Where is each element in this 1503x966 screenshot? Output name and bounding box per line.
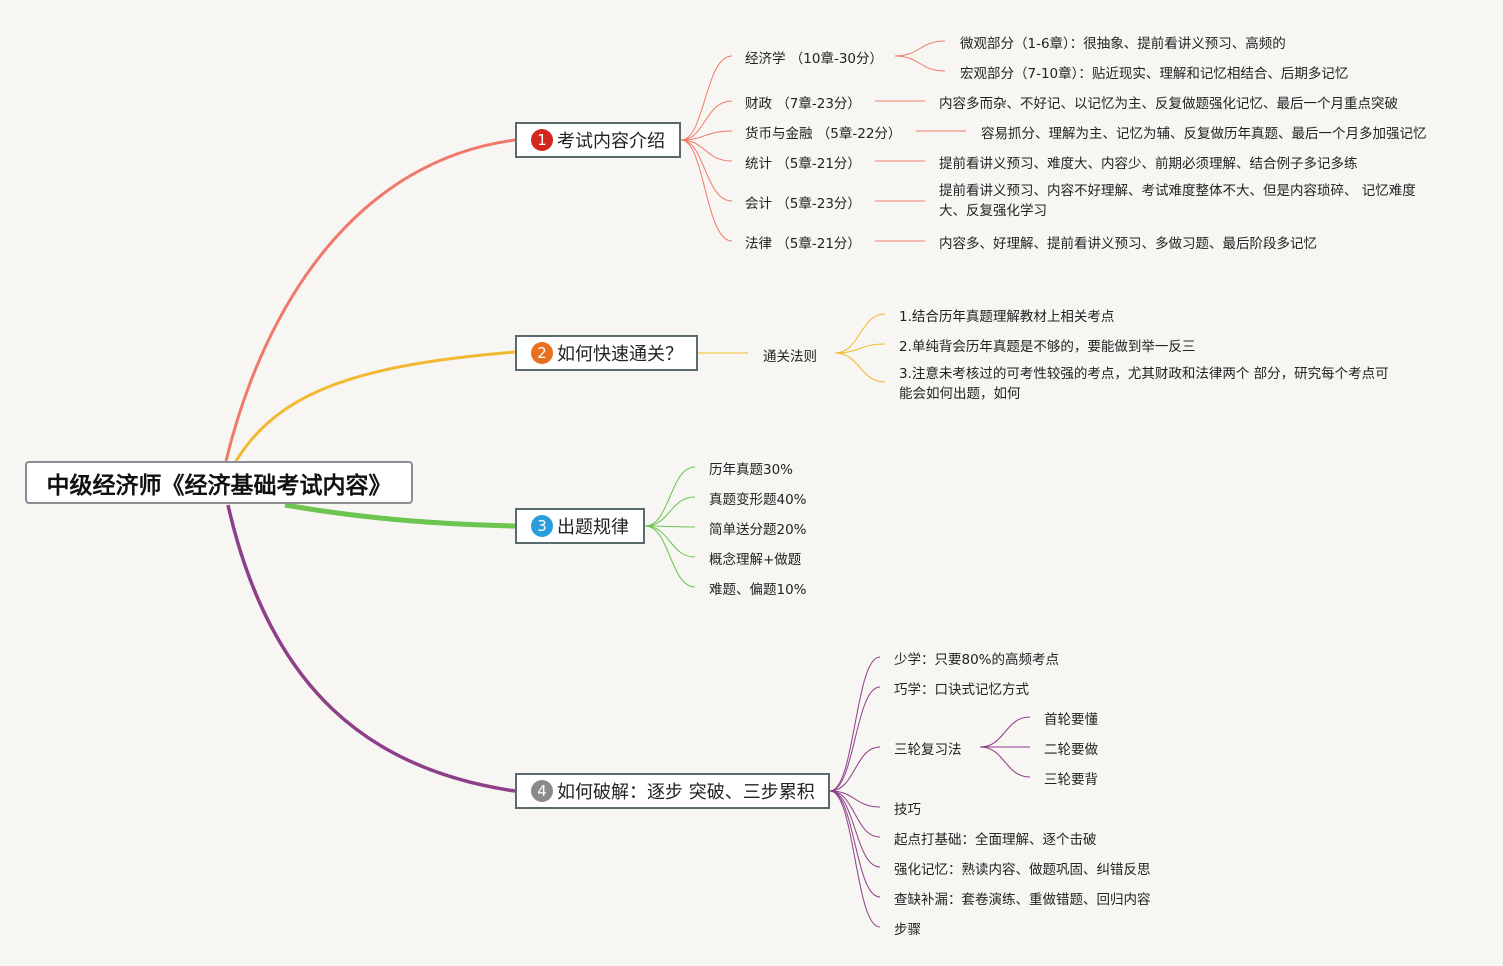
branch1-sublines (680, 40, 966, 242)
subtopic-acct[interactable]: 会计 （5章-23分） (745, 196, 861, 212)
leaf-pattern[interactable]: 概念理解+做题 (709, 552, 802, 568)
leaf-round[interactable]: 首轮要懂 (1044, 712, 1098, 728)
leaf-pattern[interactable]: 历年真题30% (709, 462, 794, 478)
root-topic[interactable]: 中级经济师《经济基础考试内容》 (25, 461, 413, 504)
number-badge-4: 4 (531, 780, 553, 802)
topic-label: 出题规律 (557, 517, 629, 538)
leaf-round[interactable]: 二轮要做 (1044, 742, 1098, 758)
leaf-method[interactable]: 步骤 (894, 922, 921, 938)
subtopic-money[interactable]: 货币与金融 （5章-22分） (745, 126, 902, 142)
leaf-acct-note[interactable]: 提前看讲义预习、内容不好理解、考试难度整体不大、但是内容琐碎、 记忆难度大、反复… (939, 183, 1416, 219)
leaf-finance-note[interactable]: 内容多而杂、不好记、以记忆为主、反复做题强化记忆、最后一个月重点突破 (939, 96, 1398, 112)
topic-exam-content[interactable]: 1 考试内容介绍 (515, 122, 681, 158)
leaf-rule-3[interactable]: 3.注意未考核过的可考性较强的考点，尤其财政和法律两个 部分，研究每个考点可能会… (899, 366, 1389, 402)
leaf-econ-macro[interactable]: 宏观部分（7-10章）：贴近现实、理解和记忆相结合、后期多记忆 (960, 66, 1349, 82)
leaf-round[interactable]: 三轮要背 (1044, 772, 1098, 788)
subtopic-three-rounds[interactable]: 三轮复习法 (894, 742, 962, 758)
leaf-pattern[interactable]: 难题、偏题10% (709, 582, 807, 598)
branch-line-1 (224, 138, 516, 462)
leaf-method[interactable]: 巧学：口诀式记忆方式 (894, 682, 1029, 698)
subtopic-stats[interactable]: 统计 （5章-21分） (745, 156, 861, 172)
subtopic-law[interactable]: 法律 （5章-21分） (745, 236, 861, 252)
leaf-law-note[interactable]: 内容多、好理解、提前看讲义预习、多做习题、最后阶段多记忆 (939, 236, 1317, 252)
topic-label: 如何快速通关？ (557, 344, 683, 365)
leaf-method[interactable]: 起点打基础：全面理解、逐个击破 (894, 832, 1097, 848)
branch3-sublines (644, 466, 696, 588)
leaf-rule-1[interactable]: 1.结合历年真题理解教材上相关考点 (899, 309, 1115, 325)
number-badge-3: 3 (531, 515, 553, 537)
leaf-econ-micro[interactable]: 微观部分（1-6章）：很抽象、提前看讲义预习、高频的 (960, 36, 1286, 52)
topic-label: 如何破解：逐步 突破、三步累积 (557, 782, 815, 803)
branch2-sublines (698, 313, 886, 383)
leaf-pattern[interactable]: 简单送分题20% (709, 522, 807, 538)
leaf-method[interactable]: 查缺补漏：套卷演练、重做错题、回归内容 (894, 892, 1151, 908)
branch-line-4 (226, 504, 516, 793)
root-title: 中级经济师《经济基础考试内容》 (46, 472, 392, 499)
branch-line-2 (234, 350, 516, 462)
branch-line-3 (284, 502, 516, 529)
leaf-stats-note[interactable]: 提前看讲义预习、难度大、内容少、前期必须理解、结合例子多记多练 (939, 156, 1358, 172)
subtopic-econ[interactable]: 经济学 （10章-30分） (745, 51, 884, 67)
leaf-money-note[interactable]: 容易抓分、理解为主、记忆为辅、反复做历年真题、最后一个月多加强记忆 (981, 126, 1427, 142)
leaf-method[interactable]: 少学：只要80%的高频考点 (894, 652, 1060, 668)
subtopic-finance[interactable]: 财政 （7章-23分） (745, 96, 861, 112)
number-badge-2: 2 (531, 342, 553, 364)
topic-label: 考试内容介绍 (557, 131, 665, 152)
leaf-rule-2[interactable]: 2.单纯背会历年真题是不够的，要能做到举一反三 (899, 339, 1196, 355)
branch4-sublines (829, 656, 1031, 928)
number-badge-1: 1 (531, 129, 553, 151)
subtopic-pass-rule[interactable]: 通关法则 (763, 349, 817, 365)
leaf-method[interactable]: 强化记忆：熟读内容、做题巩固、纠错反思 (894, 862, 1151, 878)
leaf-method[interactable]: 技巧 (894, 802, 921, 818)
leaf-pattern[interactable]: 真题变形题40% (709, 492, 807, 508)
topic-question-patterns[interactable]: 3 出题规律 (515, 508, 645, 544)
topic-how-to-crack[interactable]: 4 如何破解：逐步 突破、三步累积 (515, 773, 830, 809)
topic-quick-pass[interactable]: 2 如何快速通关？ (515, 335, 698, 371)
